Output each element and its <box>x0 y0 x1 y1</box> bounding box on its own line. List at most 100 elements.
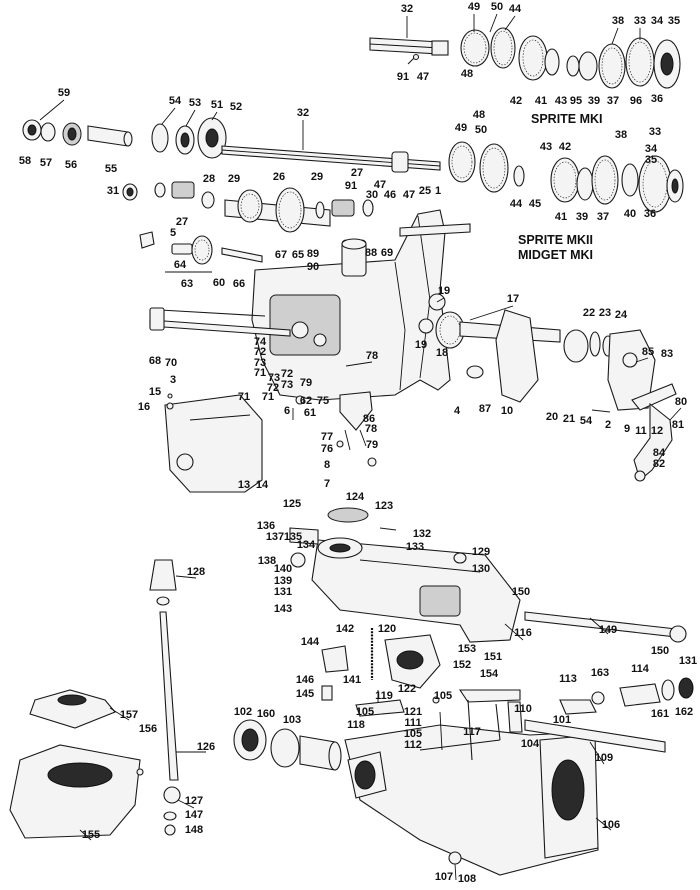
part-callout-c145: 145 <box>296 688 314 700</box>
heading-sprite-mk1: SPRITE MKI <box>531 112 603 126</box>
part-callout-c44b: 44 <box>510 198 523 210</box>
part-callout-c79a: 79 <box>300 377 312 389</box>
part-callout-c76: 76 <box>321 443 333 455</box>
part-callout-c68: 68 <box>149 355 161 367</box>
part-callout-c70: 70 <box>165 357 177 369</box>
part-callout-c82: 82 <box>653 458 665 470</box>
part-callout-c84: 84 <box>653 447 666 459</box>
part-callout-c114: 114 <box>631 663 650 675</box>
part-callout-c105a: 105 <box>434 690 452 702</box>
part-callout-c36a: 36 <box>651 93 663 105</box>
part-callout-c48a: 48 <box>461 68 473 80</box>
part-callout-c89: 89 <box>307 248 319 260</box>
part-callout-c103: 103 <box>283 714 301 726</box>
part-callout-c63: 63 <box>181 278 193 290</box>
part-callout-c42b: 42 <box>559 141 571 153</box>
part-callout-c49b: 49 <box>455 122 467 134</box>
part-callout-c48b: 48 <box>473 109 485 121</box>
part-callout-c155: 155 <box>82 829 100 841</box>
part-callout-c138: 138 <box>258 555 276 567</box>
part-callout-c20: 20 <box>546 411 558 423</box>
part-callout-c147: 147 <box>185 809 203 821</box>
gear-lever <box>149 559 181 836</box>
part-callout-c1: 1 <box>435 185 441 197</box>
countershaft-assembly <box>22 117 441 173</box>
leader-lines <box>39 13 682 841</box>
part-callout-c25: 25 <box>419 185 431 197</box>
part-callout-c72c: 72 <box>267 382 279 394</box>
speedometer-drive <box>233 719 342 771</box>
part-callout-c116: 116 <box>514 627 532 639</box>
part-callout-c46: 46 <box>384 189 396 201</box>
part-callout-c132: 132 <box>413 528 431 540</box>
part-callout-c142: 142 <box>336 623 354 635</box>
part-callout-c122: 122 <box>398 683 416 695</box>
part-callout-c117: 117 <box>463 726 481 738</box>
part-callout-c37b: 37 <box>597 211 609 223</box>
part-callout-c96a: 96 <box>630 95 642 107</box>
part-callout-c51: 51 <box>211 99 223 111</box>
part-callout-c125: 125 <box>283 498 301 510</box>
part-callout-c47b: 47 <box>374 179 386 191</box>
part-callout-c59: 59 <box>58 87 70 99</box>
part-callout-c50b: 50 <box>475 124 487 136</box>
part-callout-c71a: 71 <box>254 367 266 379</box>
part-callout-c53: 53 <box>189 97 201 109</box>
part-callout-c54: 54 <box>169 95 182 107</box>
part-callout-c149: 149 <box>599 624 617 636</box>
part-callout-c110: 110 <box>514 703 532 715</box>
part-callout-c144: 144 <box>301 636 320 648</box>
part-callout-c2: 2 <box>605 419 611 431</box>
part-callout-c156: 156 <box>139 723 157 735</box>
part-callout-c81: 81 <box>672 419 684 431</box>
part-callout-c131a: 131 <box>274 586 292 598</box>
part-callout-c73c: 73 <box>281 379 293 391</box>
part-callout-c19b: 19 <box>415 339 427 351</box>
part-callout-c69: 69 <box>381 247 393 259</box>
part-callout-c106: 106 <box>602 819 620 831</box>
part-callout-c35a: 35 <box>668 15 680 27</box>
part-callout-c39b: 39 <box>576 211 588 223</box>
part-callout-c29b: 29 <box>311 171 323 183</box>
lever-gaiter-and-cover <box>9 689 144 839</box>
part-callout-c74: 74 <box>254 336 267 348</box>
part-callout-c137: 137 <box>266 531 284 543</box>
remote-control-housing <box>289 507 521 643</box>
part-callout-c79b: 79 <box>366 439 378 451</box>
part-callout-c104: 104 <box>521 738 540 750</box>
part-callout-c118: 118 <box>347 719 365 731</box>
part-callout-c43b: 43 <box>540 141 552 153</box>
part-callout-c45: 45 <box>529 198 541 210</box>
part-callout-c131b: 131 <box>679 655 697 667</box>
part-callout-c91a: 91 <box>397 71 409 83</box>
part-callout-c29a: 29 <box>228 173 240 185</box>
part-callout-c143: 143 <box>274 603 292 615</box>
part-callout-c133: 133 <box>406 541 424 553</box>
part-callout-c112: 112 <box>404 739 422 751</box>
part-callout-c102: 102 <box>234 706 252 718</box>
part-callout-c80: 80 <box>675 396 687 408</box>
part-callout-c128: 128 <box>187 566 205 578</box>
part-callout-c49a: 49 <box>468 1 480 13</box>
part-callout-c55: 55 <box>105 163 117 175</box>
part-callout-c57: 57 <box>40 157 52 169</box>
part-callout-c95a: 95 <box>570 95 582 107</box>
part-callout-c17: 17 <box>507 293 519 305</box>
part-callout-c109: 109 <box>595 752 613 764</box>
part-callout-c11: 11 <box>635 425 647 437</box>
part-callout-c77: 77 <box>321 431 333 443</box>
part-callout-c129: 129 <box>472 546 490 558</box>
part-callout-c6: 6 <box>284 405 290 417</box>
part-callout-c113: 113 <box>559 673 577 685</box>
part-callout-c9: 9 <box>624 423 630 435</box>
part-callout-c32a: 32 <box>401 3 413 15</box>
part-callout-c120: 120 <box>378 623 396 635</box>
part-callout-c19a: 19 <box>438 285 450 297</box>
part-callout-c141: 141 <box>343 674 361 686</box>
part-callout-c64: 64 <box>174 259 187 271</box>
part-callout-c16: 16 <box>138 401 150 413</box>
part-callout-c34b: 34 <box>645 143 658 155</box>
part-callout-c148: 148 <box>185 824 203 836</box>
part-callout-c157: 157 <box>120 709 138 721</box>
part-callout-c43a: 43 <box>555 95 567 107</box>
